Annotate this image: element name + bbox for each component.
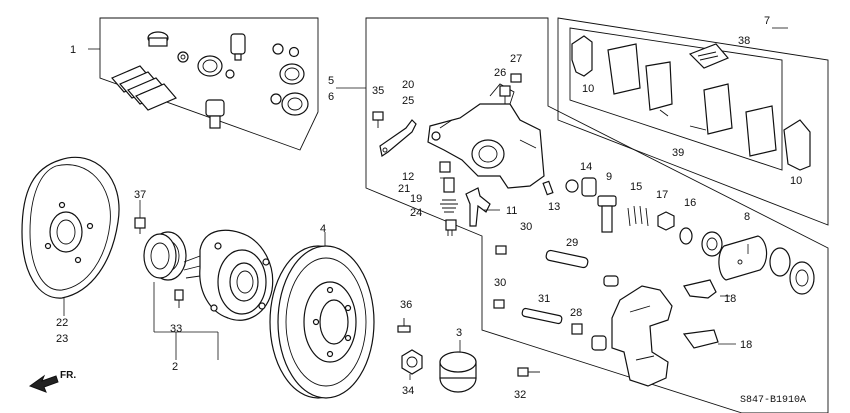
callout-35: 35 xyxy=(372,85,384,97)
parking-bracket xyxy=(379,119,417,157)
pad-retainer-clips xyxy=(682,279,719,349)
callout-24: 24 xyxy=(410,207,422,219)
disc-rotor xyxy=(269,245,375,399)
callout-2: 2 xyxy=(172,361,178,373)
piston-assembly xyxy=(542,177,815,295)
seal-kit-parts xyxy=(111,31,309,129)
callout-8: 8 xyxy=(744,211,750,223)
callout-23: 23 xyxy=(56,333,68,345)
callout-10b: 10 xyxy=(790,175,802,187)
hub-flange xyxy=(174,229,274,321)
callout-16: 16 xyxy=(684,197,696,209)
callout-labels: 1 2 3 4 5 6 7 8 9 10 10 11 12 13 14 15 1… xyxy=(56,15,802,401)
leader-lines xyxy=(63,27,788,380)
pad-set-outline xyxy=(557,17,829,226)
callout-10a: 10 xyxy=(582,83,594,95)
front-direction-label: FR. xyxy=(60,370,76,381)
guide-pin-upper xyxy=(493,245,619,309)
caliper-bracket xyxy=(611,285,673,387)
callout-19: 19 xyxy=(410,193,422,205)
callout-4: 4 xyxy=(320,223,326,235)
callout-6: 6 xyxy=(328,91,334,103)
callout-30a: 30 xyxy=(520,221,532,233)
callout-13: 13 xyxy=(548,201,560,213)
callout-30b: 30 xyxy=(494,277,506,289)
bleeder-screw xyxy=(499,73,522,104)
callout-27: 27 xyxy=(510,53,522,65)
hub-cap xyxy=(439,351,477,393)
callout-12: 12 xyxy=(402,171,414,183)
caliper-group-outline xyxy=(365,17,829,413)
callout-32: 32 xyxy=(514,389,526,401)
callout-29: 29 xyxy=(566,237,578,249)
callout-11: 11 xyxy=(506,205,517,217)
backing-plate xyxy=(21,156,120,299)
callout-38: 38 xyxy=(738,35,750,47)
parking-lever-parts xyxy=(439,161,491,236)
callout-1: 1 xyxy=(70,44,76,56)
callout-25: 25 xyxy=(402,95,414,107)
callout-34: 34 xyxy=(402,385,414,397)
callout-33: 33 xyxy=(170,323,182,335)
callout-9: 9 xyxy=(606,171,612,183)
guide-pin-lower xyxy=(517,307,607,377)
callout-5: 5 xyxy=(328,75,334,87)
diagram-code: S847-B1910A xyxy=(740,395,806,406)
hub-bearing xyxy=(143,231,187,281)
spindle-nut xyxy=(401,349,423,375)
callout-21: 21 xyxy=(398,183,410,195)
hub-bolt xyxy=(134,200,146,234)
callout-28: 28 xyxy=(570,307,582,319)
rotor-screw xyxy=(397,318,411,333)
callout-3: 3 xyxy=(456,327,462,339)
callout-18b: 18 xyxy=(740,339,752,351)
callout-31: 31 xyxy=(538,293,550,305)
callout-20: 20 xyxy=(402,79,414,91)
callout-36: 36 xyxy=(400,299,412,311)
callout-14: 14 xyxy=(580,161,592,173)
callout-7: 7 xyxy=(764,15,770,27)
callout-15: 15 xyxy=(630,181,642,193)
callout-18a: 18 xyxy=(724,293,736,305)
bracket-bolt xyxy=(372,111,384,128)
brake-pads xyxy=(571,35,811,171)
callout-22: 22 xyxy=(56,317,68,329)
callout-17: 17 xyxy=(656,189,668,201)
callout-26: 26 xyxy=(494,67,506,79)
front-direction-arrow: FR. xyxy=(28,370,76,393)
callout-37: 37 xyxy=(134,189,146,201)
seal-kit-group-outline xyxy=(99,17,319,151)
callout-39: 39 xyxy=(672,147,684,159)
